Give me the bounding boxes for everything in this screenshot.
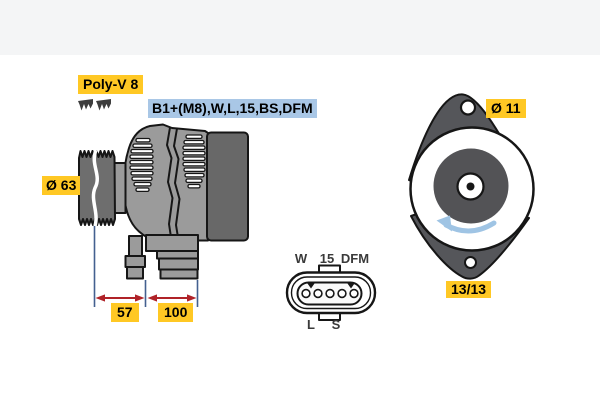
dimension-100-label: 100 <box>158 303 194 322</box>
rear-cover <box>206 131 249 242</box>
housing-split-line <box>173 128 181 241</box>
mounting-hole-diameter-label: Ø 11 <box>486 99 526 118</box>
mounting-foot-front <box>124 235 146 280</box>
connector-inner-shell <box>290 276 372 310</box>
dimension-extension-lines <box>93 226 199 307</box>
mounting-foot-rear <box>145 234 199 280</box>
pulley-diameter-label: Ø 63 <box>42 176 81 195</box>
pulley-break-line <box>91 149 100 227</box>
background-band <box>0 0 600 55</box>
connector-terminal-w: W <box>294 251 308 266</box>
housing-split-line <box>166 127 174 241</box>
dimension-arrows <box>95 294 197 302</box>
alternator-side-view <box>78 123 249 280</box>
mounting-hole-bottom <box>464 256 477 269</box>
alternator-rear-view <box>408 93 535 280</box>
connector-pin <box>349 288 359 299</box>
connector-terminal-l: L <box>307 317 315 332</box>
connector-terminal-dfm: DFM <box>340 251 370 266</box>
mounting-hole-top <box>459 99 477 116</box>
dimension-57-label: 57 <box>111 303 139 322</box>
connector-pins <box>301 288 359 299</box>
shaft-center-dot <box>466 182 475 191</box>
shaft-hub <box>113 162 127 214</box>
connector-diagram <box>285 264 377 321</box>
belt-type-label: Poly-V 8 <box>78 75 144 94</box>
connector-key-notches <box>307 283 355 289</box>
connector-pin <box>313 288 323 299</box>
connector-pin <box>301 288 311 299</box>
cooling-fins-front <box>129 137 154 193</box>
connector-position-label: 13/13 <box>446 281 492 298</box>
counterclockwise-rotation-arrow-icon <box>436 215 497 234</box>
connector-pin <box>325 288 335 299</box>
dimension-annotations <box>93 226 199 307</box>
connector-terminal-15: 15 <box>319 251 335 266</box>
cooling-fins-rear <box>182 134 206 189</box>
connector-terminal-s: S <box>331 317 341 332</box>
pulley <box>78 150 116 226</box>
connector-pin <box>337 288 347 299</box>
terminal-designation-label: B1+(M8),W,L,15,BS,DFM <box>148 99 317 118</box>
ribbed-belt-cross-section-icon <box>78 99 111 111</box>
